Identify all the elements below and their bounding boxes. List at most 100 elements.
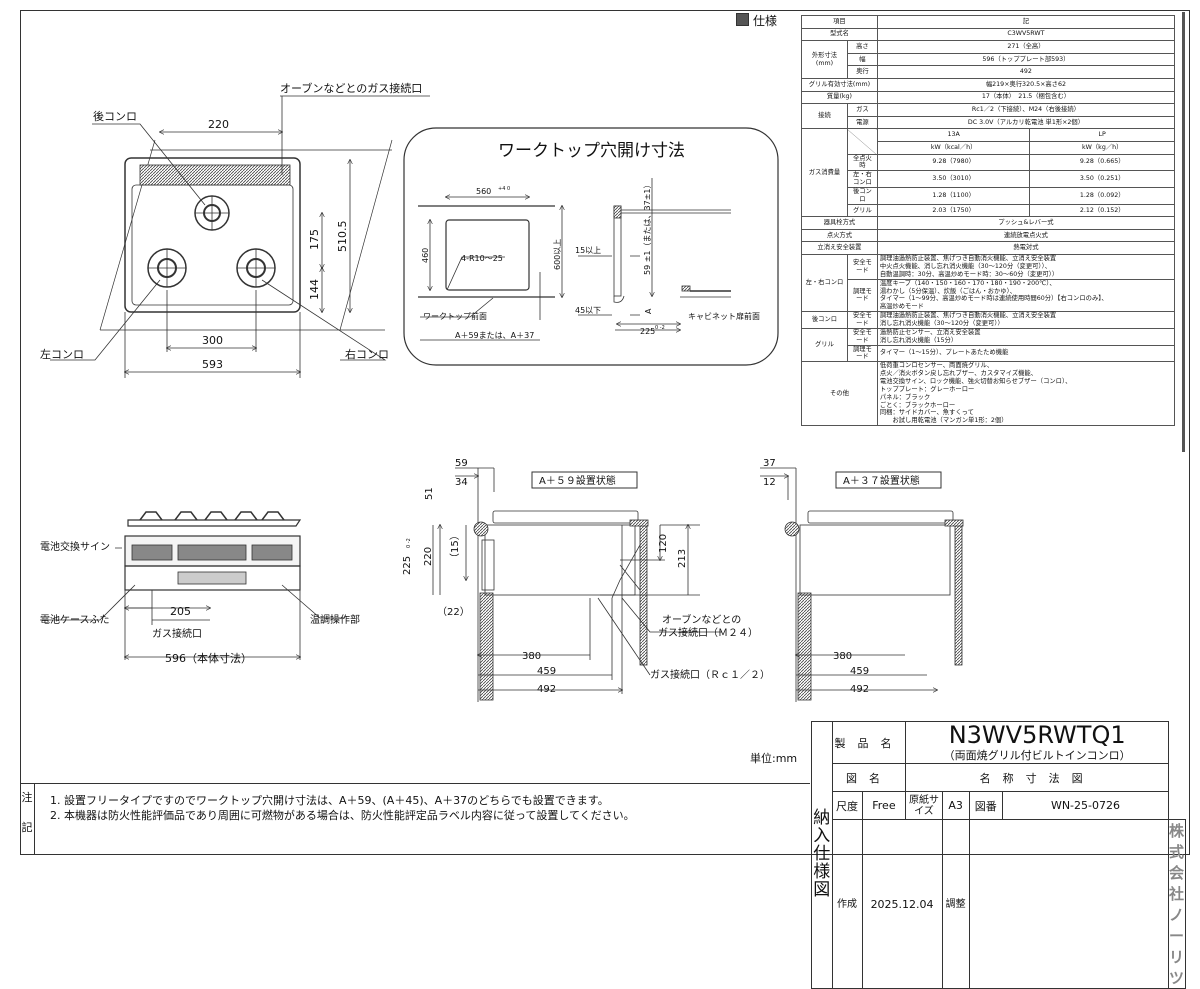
title-block-side-label: 納入仕様図 — [811, 721, 833, 989]
spec-title: 仕様 — [753, 14, 778, 28]
spec-col-unit: kW（kcal／h） — [876, 140, 1031, 155]
spec-value: 9.28（0.665） — [1029, 153, 1175, 172]
spec-header-value: 記 — [876, 15, 1176, 29]
spec-label: 点火方式 — [801, 228, 878, 243]
front-view — [40, 511, 345, 660]
spec-label: 高さ — [846, 40, 878, 54]
spec-label: 左・右コンロ — [801, 254, 848, 313]
label-right-burner: 右コンロ — [345, 347, 389, 361]
unit-label: 単位:mm — [750, 752, 798, 765]
diagonal-cell — [846, 128, 878, 155]
spec-value: 271（全高） — [876, 40, 1176, 54]
side-view-a59 — [432, 467, 722, 702]
technical-drawings: 後コンロ 左コンロ 右コンロ オーブンなどとのガス接続口 220 175 144… — [40, 81, 964, 702]
spec-side-bar — [1182, 12, 1185, 452]
spec-heading: 仕様 — [736, 12, 777, 29]
spec-value: 2.03（1750） — [876, 203, 1031, 218]
spec-value: 連続放電点火式 — [876, 228, 1176, 243]
spec-label: その他 — [801, 361, 878, 427]
dim-225-side: 225 — [402, 556, 413, 575]
spec-col-header: 13A — [876, 128, 1031, 142]
adjust-label: 調整 — [941, 819, 970, 989]
spec-label: 外形寸法(mm) — [801, 40, 848, 79]
dim-220: 220 — [208, 118, 229, 131]
spec-value: Rc1／2（下接続）、M24（右後接続） — [876, 103, 1176, 117]
dim-492: 492 — [537, 684, 556, 695]
dim-a: A — [644, 308, 653, 314]
top-view — [50, 95, 430, 378]
spec-value: 1.28（0.092） — [1029, 186, 1175, 205]
spec-value: C3WV5RWT — [876, 27, 1176, 42]
spec-value: 低荷重コンロセンサー、両面焼グリル、点火／消火ボタン戻し忘れブザー、カスタマイズ… — [876, 361, 1176, 427]
label-gas-rc: ガス接続口（Ｒｃ１／２） — [650, 668, 770, 681]
spec-label: 調理モード — [846, 278, 878, 313]
spec-label: 安全モード — [846, 311, 878, 329]
spec-label: 後コンロ — [846, 186, 878, 205]
spec-value: 1.28（1100） — [876, 186, 1031, 205]
notes-label: 注記 — [20, 784, 35, 855]
spec-value: タイマー（1～15分）、プレートあたため機能 — [876, 344, 1176, 363]
dim-300: 300 — [202, 334, 223, 347]
scale-value: Free — [861, 791, 907, 820]
product-description: （両面焼グリル付ビルトインコンロ） — [943, 748, 1131, 762]
left-burner-grate — [147, 248, 187, 288]
dim-600-min: 600以上 — [553, 239, 562, 270]
spec-value: 調理油過熱防止装置、焦げつき自動消火機能、立消え安全装置消し忘れ消火機能（30～… — [876, 311, 1176, 329]
dim-37: 37 — [763, 458, 776, 469]
spec-col-unit: kW（kg／h） — [1029, 140, 1175, 155]
spec-label: 質量(kg) — [801, 90, 878, 105]
rear-burner-grate — [194, 195, 230, 231]
dim-225-side-tol: 0 -2 — [406, 538, 412, 548]
label-rear-burner: 後コンロ — [93, 109, 137, 123]
spec-value: 熱電対式 — [876, 241, 1176, 256]
dim-59-gap: 59 ±1（または、37±1） — [643, 181, 652, 276]
dim-120: 120 — [658, 534, 669, 553]
dim-34: 34 — [455, 477, 468, 488]
spec-label: グリル — [801, 327, 848, 363]
label-oven-gas-port: オーブンなどとのガス接続口 — [280, 81, 422, 95]
spec-label: 左・右コンロ — [846, 170, 878, 188]
product-cell: N3WV5RWTQ1（両面焼グリル付ビルトインコンロ） — [905, 721, 1169, 764]
spec-value: 2.12（0.152） — [1029, 203, 1175, 218]
spec-label: グリル有効寸法(mm) — [801, 77, 878, 92]
spec-label: 型式名 — [801, 27, 878, 42]
spec-value: 596（トッププレート部593） — [876, 52, 1176, 67]
spec-label: ガス消費量 — [801, 128, 848, 218]
spec-value: 3.50（3010） — [876, 170, 1031, 188]
note-2: 2. 本機器は防火性能評価品であり周囲に可燃物がある場合は、防火性能評定品ラベル… — [50, 809, 635, 822]
spec-label: 後コンロ — [801, 311, 848, 329]
dim-560: 560 — [476, 187, 491, 196]
paper-size-label: 原紙サイズ — [905, 791, 943, 820]
dim-51: 51 — [424, 487, 435, 500]
title-block: 納入仕様図 製品名 N3WV5RWTQ1（両面焼グリル付ビルトインコンロ） 図名… — [811, 721, 1187, 989]
spec-label: 全点火時 — [846, 153, 878, 172]
spec-icon — [736, 13, 749, 26]
a59-title: A＋５９設置状態 — [539, 474, 616, 487]
company-logo: 株式会社ノーリツ — [1167, 819, 1187, 989]
dim-59: 59 — [455, 458, 468, 469]
label-battery-sign: 電池交換サイン — [40, 540, 110, 553]
spec-value: DC 3.0V（アルカリ乾電池 単1形×2個） — [876, 115, 1176, 130]
spec-value: 9.28（7980） — [876, 153, 1031, 172]
scale-label: 尺度 — [831, 791, 863, 820]
dim-12: 12 — [763, 477, 776, 488]
spec-label: 器具栓方式 — [801, 216, 878, 230]
spec-label: 奥行 — [846, 65, 878, 79]
label-oven-gas-1: オーブンなどとの — [662, 613, 741, 626]
spec-label: 調理モード — [846, 344, 878, 363]
drawing-name: 名称寸法図 — [905, 763, 1169, 792]
spec-label: 安全モード — [846, 327, 878, 346]
spec-label: グリル — [846, 203, 878, 218]
spec-label: 立消え安全装置 — [801, 241, 878, 256]
dim-15-min: 15以上 — [575, 246, 601, 255]
dim-596: 596（本体寸法） — [165, 651, 252, 665]
right-burner-grate — [236, 248, 276, 288]
dim-144: 144 — [308, 279, 321, 300]
dim-225: 225 — [640, 327, 655, 336]
side-view-a37 — [760, 467, 964, 702]
spec-label: ガス — [846, 103, 878, 117]
spec-value: 温度キープ（140・150・160・170・180・190・200℃）、湯わかし… — [876, 278, 1176, 313]
adjust-value — [968, 819, 1169, 989]
label-cabinet-front: キャビネット扉前面 — [688, 311, 760, 321]
cutout-title: ワークトップ穴開け寸法 — [498, 141, 685, 161]
